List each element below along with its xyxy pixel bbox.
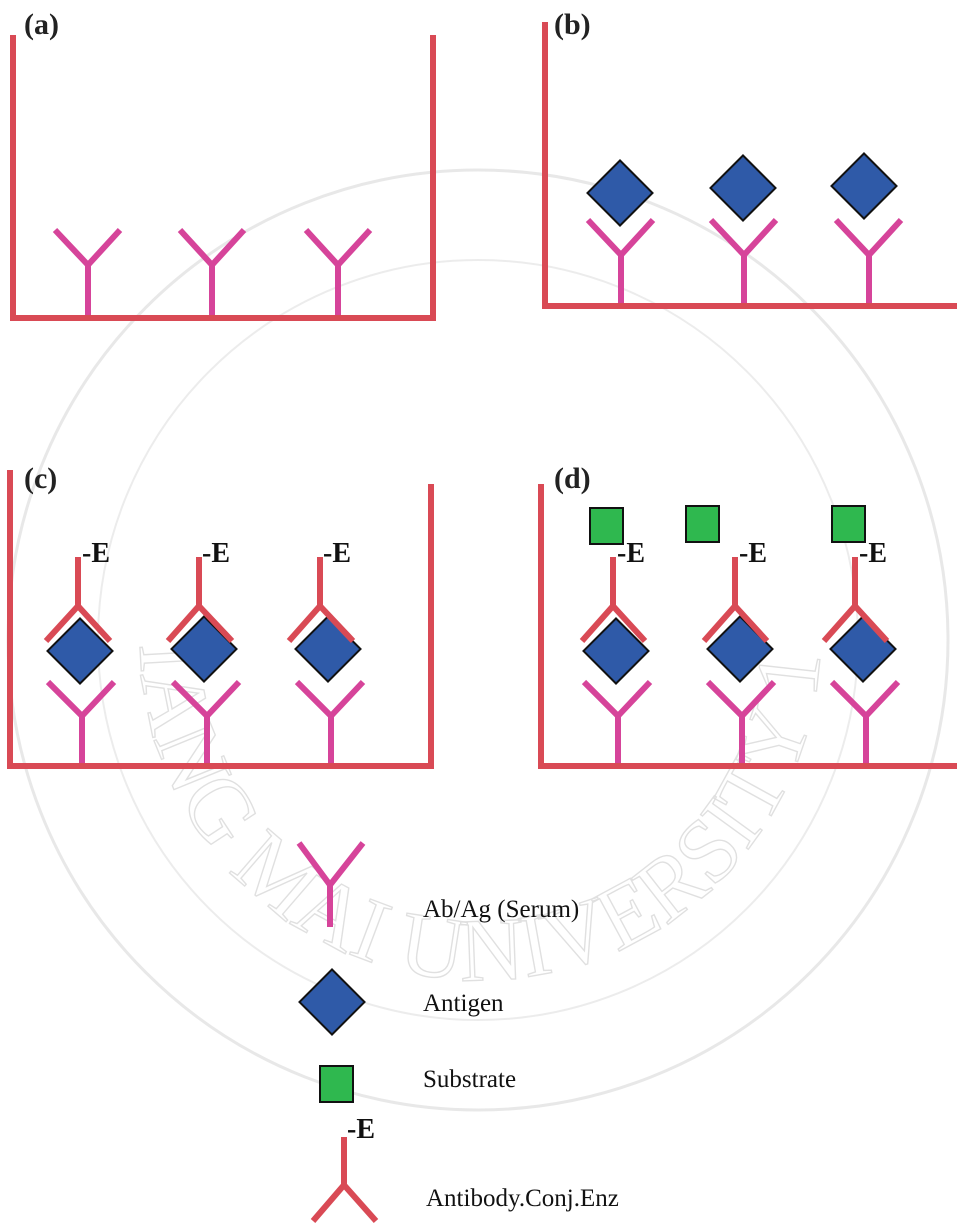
panel-label-b: (b) (554, 8, 591, 41)
well-c (7, 470, 434, 769)
antigen (709, 154, 777, 222)
capture-antibody (45, 679, 117, 763)
capture-antibody (833, 217, 904, 303)
capture-antibody (581, 679, 653, 763)
conjugate-antibody (286, 557, 356, 644)
conjugate-antibody (579, 557, 648, 644)
legend-antigen-icon (298, 968, 366, 1036)
capture-antibody (829, 679, 901, 763)
conjugate-antibody (701, 557, 770, 644)
well-b (542, 22, 957, 309)
panel-d-conjugates (579, 557, 890, 644)
capture-antibody (708, 217, 779, 303)
panel-label-d: (d) (554, 462, 591, 495)
legend-conjugate-label: Antibody.Conj.Enz (426, 1185, 619, 1212)
panel-b-antibodies (585, 217, 904, 303)
antigen (46, 617, 114, 685)
capture-antibody (303, 227, 373, 315)
capture-antibody (177, 227, 247, 315)
capture-antibody (170, 679, 242, 763)
conjugate-antibody (165, 557, 235, 644)
panel-c-conjugates (43, 557, 356, 644)
legend: Ab/Ag (Serum) Antigen Substrate -E Antib… (296, 841, 619, 1223)
enzyme-label: -E (202, 538, 230, 569)
antigen (586, 159, 654, 227)
legend-substrate-icon (319, 1065, 354, 1103)
legend-serum-label: Ab/Ag (Serum) (423, 896, 579, 923)
legend-enzyme-tag: -E (347, 1114, 375, 1145)
panel-b-antigens (586, 152, 898, 227)
substrate (685, 505, 720, 543)
panel-d-substrates (589, 505, 866, 545)
conjugate-antibody (821, 557, 890, 644)
watermark-seal: CHIANG MAI UNIVERSITY 1964 (0, 0, 950, 1112)
substrate (831, 505, 866, 543)
capture-antibody (294, 679, 366, 763)
capture-antibody (705, 679, 777, 763)
legend-conjugate-icon (310, 1137, 379, 1223)
antigen (830, 152, 898, 220)
capture-antibody (585, 217, 656, 303)
enzyme-label: -E (82, 538, 110, 569)
legend-antigen-label: Antigen (423, 990, 504, 1017)
enzyme-label: -E (859, 538, 887, 569)
panel-c-antibodies (45, 679, 366, 763)
panel-label-a: (a) (24, 8, 59, 41)
enzyme-label: -E (323, 538, 351, 569)
watermark-text: CHIANG MAI UNIVERSITY 1964 (0, 0, 841, 1002)
enzyme-label: -E (739, 538, 767, 569)
conjugate-antibody (43, 557, 113, 644)
panel-c-antigens (46, 615, 362, 685)
panel-a-antibodies (52, 227, 373, 315)
antigen (582, 617, 650, 685)
legend-serum-icon (296, 841, 366, 927)
substrate (589, 507, 624, 545)
well-d (538, 484, 957, 769)
capture-antibody (52, 227, 123, 315)
panel-label-c: (c) (24, 462, 57, 495)
legend-substrate-label: Substrate (423, 1066, 516, 1093)
well-a (10, 35, 436, 321)
panel-d-antibodies (581, 679, 901, 763)
